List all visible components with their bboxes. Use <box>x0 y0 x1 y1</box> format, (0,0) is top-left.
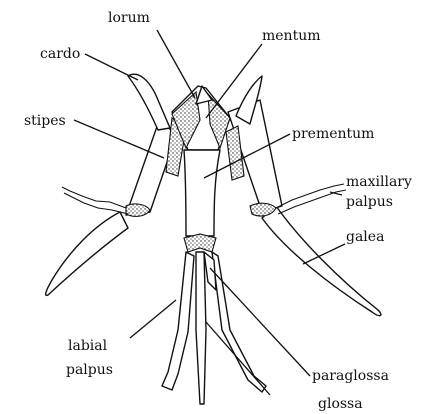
left-cardo-shape <box>128 74 170 130</box>
leader-stipes <box>74 120 164 158</box>
label-cardo: cardo <box>40 46 80 62</box>
left-labial-palpus <box>162 252 194 390</box>
label-stipes: stipes <box>24 113 66 129</box>
label-mentum: mentum <box>262 28 321 44</box>
glossa-shape <box>196 252 206 404</box>
label-labial-palpus-line2: palpus <box>66 362 113 378</box>
prementum-base-sclerite <box>184 234 216 252</box>
label-glossa: glossa <box>318 396 363 412</box>
label-galea: galea <box>346 229 384 245</box>
label-prementum: prementum <box>292 126 374 142</box>
label-labial-palpus-line1: labial <box>68 338 108 354</box>
leader-lorum <box>157 30 195 98</box>
leader-glossa <box>206 322 270 395</box>
leader-labial-palpus <box>130 300 176 338</box>
prementum-shape <box>184 150 220 236</box>
right-labial-palpus <box>212 252 266 392</box>
label-paraglossa: paraglossa <box>312 368 389 384</box>
right-galea-shape <box>262 206 381 316</box>
label-maxillary-palpus-line2: palpus <box>346 194 393 210</box>
left-maxillary-palpus <box>62 187 126 208</box>
label-maxillary-palpus-line1: maxillary <box>346 174 412 190</box>
left-maxilla <box>46 74 186 295</box>
right-maxillary-palpus <box>276 184 344 208</box>
left-galea-shape <box>46 212 128 295</box>
leader-cardo <box>85 54 138 80</box>
labels: lorum mentum cardo stipes prementum maxi… <box>24 10 412 412</box>
label-lorum: lorum <box>108 10 150 26</box>
left-maxillary-palpus-edge <box>64 193 128 214</box>
